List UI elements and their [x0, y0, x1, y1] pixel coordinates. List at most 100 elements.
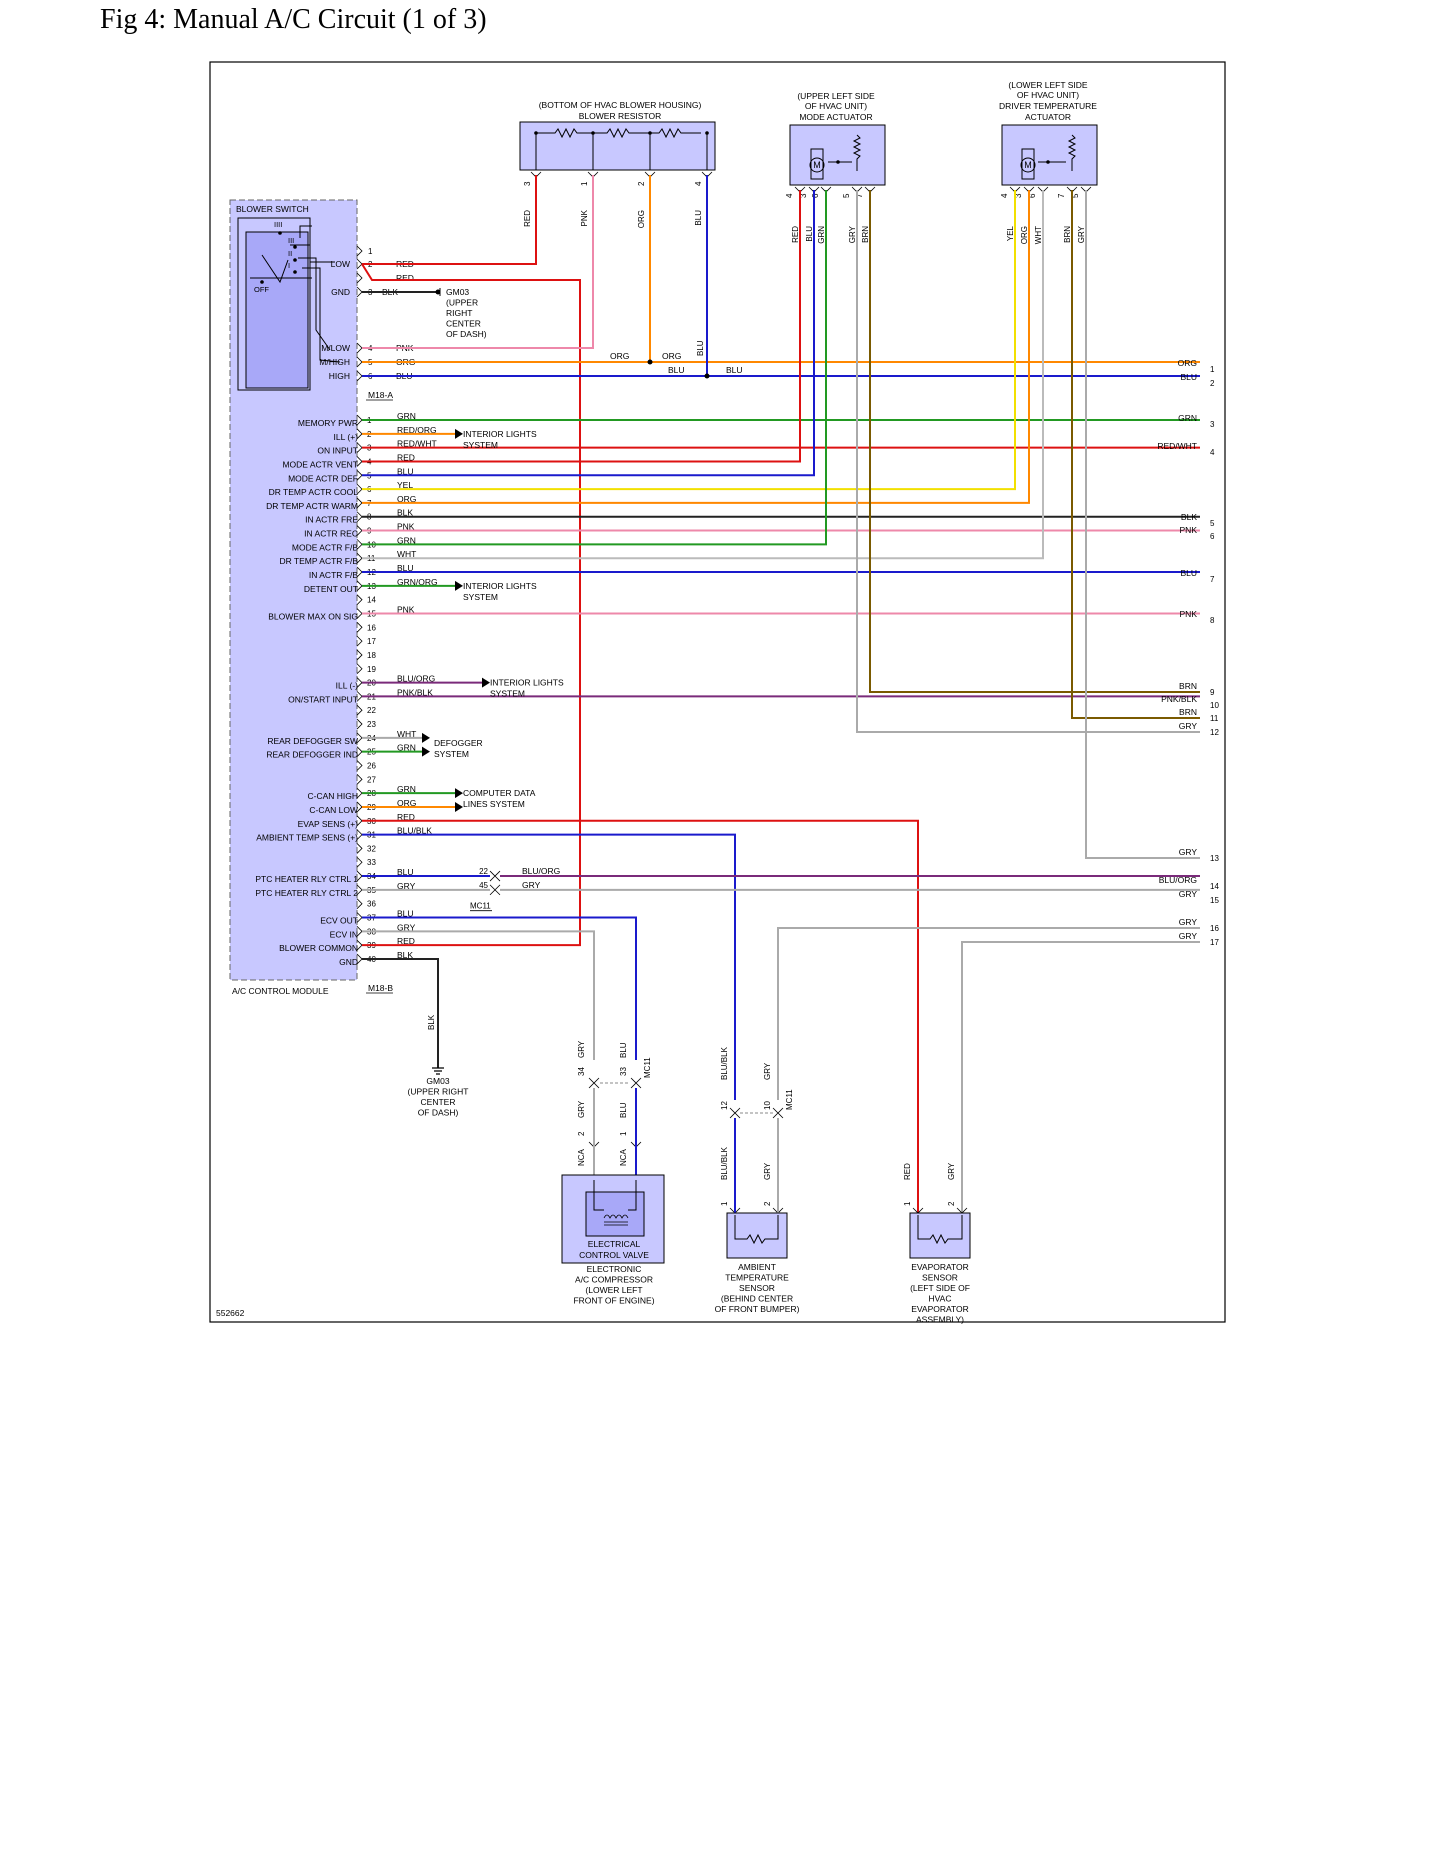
module-wire-color: BLU — [397, 466, 414, 476]
module-pin-label: EVAP SENS (+) — [298, 819, 359, 829]
module-pin-label: PTC HEATER RLY CTRL 1 — [255, 874, 358, 884]
compressor-wire-color: BLU — [619, 1042, 628, 1058]
module-pin-label: IN ACTR F/B — [309, 570, 358, 580]
wire-pin6 — [362, 190, 1016, 491]
wire-pin40-gnd — [362, 957, 439, 1068]
nca-label: NCA — [619, 1148, 628, 1166]
module-wire-color: RED/ORG — [397, 425, 437, 435]
actuator-wire-color: GRY — [1077, 225, 1086, 243]
resistor-pin: 2 — [637, 181, 646, 186]
system-ref-label: INTERIOR LIGHTS — [463, 429, 537, 439]
switch-position-label: III — [288, 236, 294, 245]
mode-actuator-caption: (UPPER LEFT SIDE — [797, 91, 875, 101]
wire-pin10 — [362, 190, 827, 546]
switch-contact — [293, 270, 297, 274]
system-ref-label: LINES SYSTEM — [463, 799, 525, 809]
module-pin-label: BLOWER COMMON — [279, 943, 358, 953]
switch-link — [299, 225, 312, 238]
module-pin-number: 36 — [367, 900, 376, 909]
module-wire-color: ORG — [397, 798, 416, 808]
module-wire-color: PNK — [397, 522, 415, 532]
offpage-number: 1 — [1210, 365, 1215, 374]
switch-wire-color: RED — [396, 273, 414, 283]
driver-actuator-caption: ACTUATOR — [1025, 112, 1071, 122]
system-arrow — [455, 428, 463, 439]
module-pin-label: IN ACTR FRE — [305, 515, 358, 525]
module-wire-color: GRN — [397, 784, 416, 794]
connector-terminal — [356, 272, 363, 284]
module-pin-label: ON/START INPUT — [288, 694, 358, 704]
module-wire-color: PNK — [397, 604, 415, 614]
actuator-pin: 7 — [855, 193, 864, 198]
module-wire-color: BLU — [397, 867, 414, 877]
module-pin-number: 19 — [367, 665, 376, 674]
connector-terminal — [356, 635, 363, 647]
module-wire-color: GRY — [397, 881, 416, 891]
module-wire-color: RED — [397, 936, 415, 946]
actuator-pin: 3 — [1014, 193, 1023, 198]
module-pin-label: C-CAN LOW — [309, 805, 358, 815]
offpage-number: 13 — [1210, 854, 1219, 863]
connector-terminal — [356, 594, 363, 605]
actuator-pin: 5 — [1071, 193, 1080, 198]
module-pin-label: IN ACTR REC — [304, 529, 358, 539]
mc11-pin: 45 — [479, 881, 488, 890]
offpage-wire-color: PNK — [1180, 609, 1198, 619]
valve-label: CONTROL VALVE — [579, 1250, 649, 1260]
module-pin-label: ON INPUT — [317, 446, 358, 456]
compressor-pin: 1 — [619, 1131, 628, 1136]
evap-caption: EVAPORATOR — [911, 1262, 969, 1272]
junction — [591, 131, 595, 135]
blower-switch-name: BLOWER SWITCH — [236, 204, 309, 214]
wire-mlow-pnk — [362, 175, 594, 349]
module-pin-number: 23 — [367, 720, 376, 729]
offpage-wire-color: BRN — [1179, 681, 1197, 691]
driver-actuator-caption: (LOWER LEFT SIDE — [1008, 80, 1088, 90]
blower-switch-label: LOW — [331, 259, 350, 269]
ambient-caption: OF FRONT BUMPER) — [715, 1304, 800, 1314]
actuator-pin: 6 — [1028, 193, 1037, 198]
mode-actuator-caption: OF HVAC UNIT) — [805, 101, 867, 111]
connector-terminal — [356, 258, 363, 270]
actuator-wire-color: GRN — [817, 226, 826, 244]
module-pin-number: 22 — [367, 706, 376, 715]
actuator-wire-color: BLU — [805, 226, 814, 242]
module-pin-label: C-CAN HIGH — [307, 791, 358, 801]
ground-gm03-top-label: GM03 — [446, 287, 469, 297]
junction — [534, 131, 538, 135]
actuator-wire-color: YEL — [1006, 225, 1015, 241]
mode-actuator-box — [789, 124, 886, 186]
module-wire-color: GRN/ORG — [397, 577, 438, 587]
offpage-number: 17 — [1210, 938, 1219, 947]
evap-caption: (LEFT SIDE OF — [910, 1283, 970, 1293]
switch-contact — [278, 231, 282, 235]
offpage-number: 16 — [1210, 924, 1219, 933]
module-wire-color: GRN — [397, 411, 416, 421]
ground-gm03-top-symbol — [435, 289, 441, 295]
module-pin-label: PTC HEATER RLY CTRL 2 — [255, 888, 358, 898]
junction — [705, 131, 709, 135]
wire-blower-common-red — [361, 263, 581, 947]
evap-caption: SENSOR — [922, 1273, 958, 1283]
switch-position-label: OFF — [254, 285, 269, 294]
motor-label: M — [813, 160, 821, 170]
offpage-wire-color: GRY — [1179, 931, 1198, 941]
ground-gm03-bottom-label: GM03 — [426, 1076, 449, 1086]
module-wire-color: BLK — [397, 950, 413, 960]
ambient-pin: 1 — [720, 1201, 729, 1206]
switch-contact — [293, 245, 297, 249]
module-pin-number: 16 — [367, 623, 376, 632]
module-pin-label: DETENT OUT — [304, 584, 358, 594]
connector-terminal — [356, 370, 363, 382]
resistor-wire-color: ORG — [637, 210, 646, 228]
coil-symbol — [603, 1214, 629, 1226]
offpage-number: 4 — [1210, 448, 1215, 457]
blower-switch-label: GND — [331, 287, 350, 297]
switch-link — [298, 257, 331, 351]
offpage-number: 6 — [1210, 532, 1215, 541]
mc11-name: MC11 — [643, 1057, 652, 1078]
switch-link — [290, 244, 335, 263]
resistor-pin: 1 — [580, 181, 589, 186]
evap-caption: ASSEMBLY) — [916, 1315, 964, 1325]
blower-resistor-caption: BLOWER RESISTOR — [579, 111, 662, 121]
